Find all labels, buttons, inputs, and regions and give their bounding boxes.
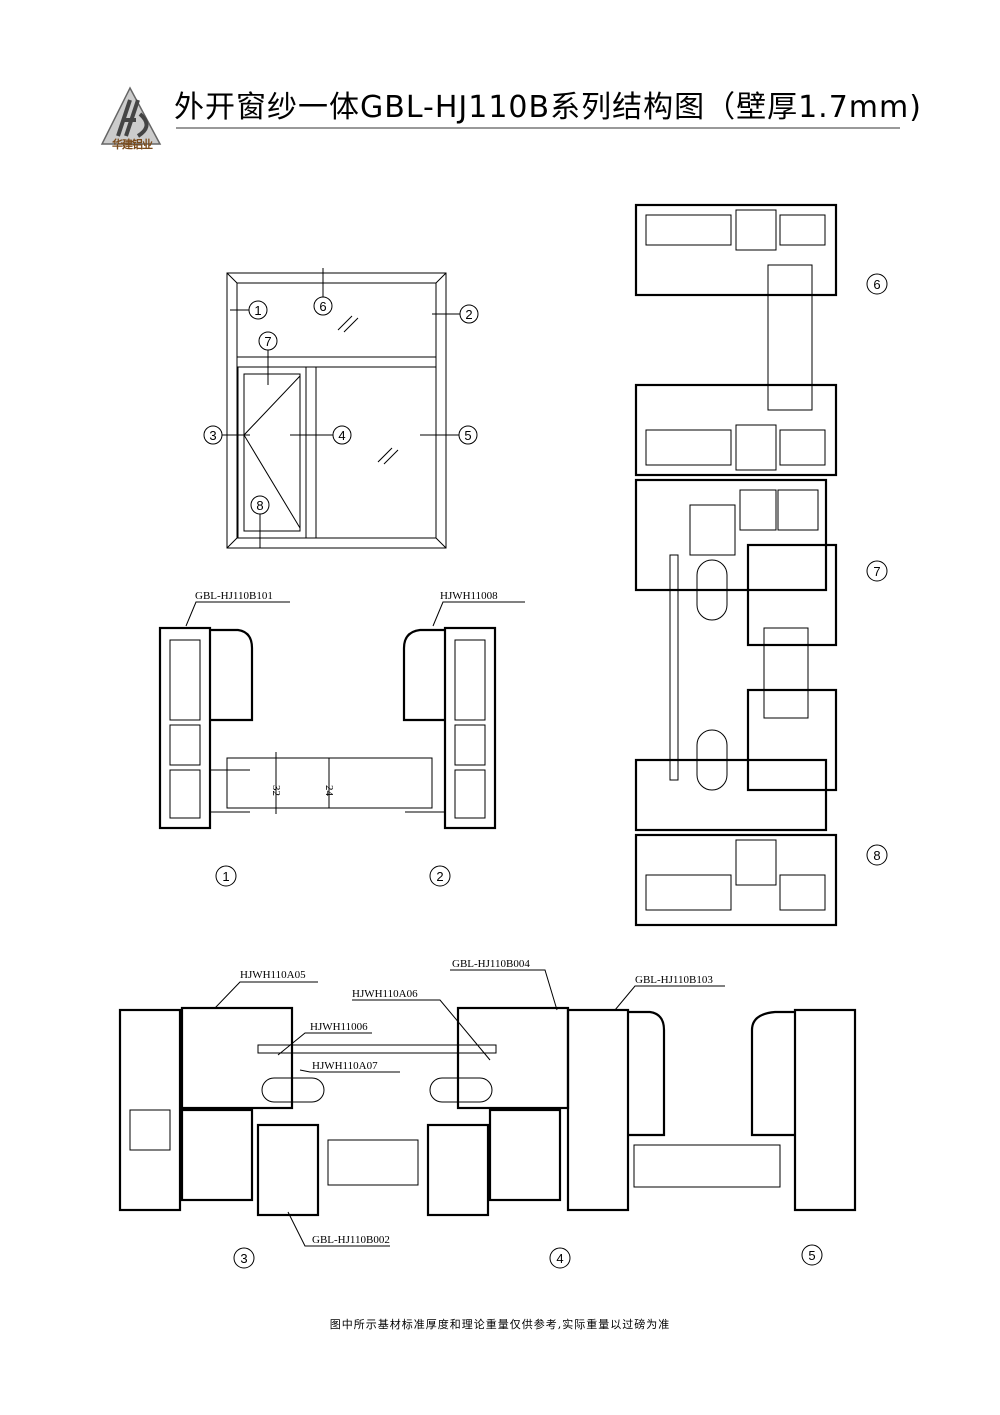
svg-text:HJWH110A06: HJWH110A06 bbox=[352, 988, 418, 1000]
svg-text:7: 7 bbox=[264, 334, 271, 349]
callout-7: 7 bbox=[258, 331, 278, 351]
callout-3: 3 bbox=[203, 425, 223, 445]
section-2: HJWH11008 2 bbox=[402, 590, 525, 887]
svg-text:3: 3 bbox=[240, 1251, 247, 1266]
svg-text:5: 5 bbox=[464, 428, 471, 443]
svg-text:6: 6 bbox=[319, 299, 326, 314]
logo-text: 华建铝业 bbox=[112, 138, 153, 151]
svg-text:HJWH11006: HJWH11006 bbox=[310, 1021, 368, 1033]
footer-note: 图中所示基材标准厚度和理论重量仅供参考,实际重量以过磅为准 bbox=[329, 1318, 671, 1331]
svg-text:2: 2 bbox=[436, 869, 443, 884]
svg-text:GBL-HJ110B002: GBL-HJ110B002 bbox=[312, 1234, 390, 1246]
svg-text:2: 2 bbox=[465, 307, 472, 322]
svg-text:GBL-HJ110B004: GBL-HJ110B004 bbox=[452, 958, 530, 970]
svg-text:GBL-HJ110B101: GBL-HJ110B101 bbox=[195, 590, 273, 602]
svg-text:HJWH110A07: HJWH110A07 bbox=[312, 1060, 378, 1072]
window-elevation: 1 6 2 7 3 4 5 8 bbox=[203, 268, 479, 549]
callout-5: 5 bbox=[458, 425, 478, 445]
section-vertical-6-7-8: 6 7 8 bbox=[634, 203, 888, 927]
title-divider bbox=[176, 127, 900, 129]
svg-text:GBL-HJ110B103: GBL-HJ110B103 bbox=[635, 974, 713, 986]
callout-4: 4 bbox=[332, 425, 352, 445]
svg-text:8: 8 bbox=[256, 498, 263, 513]
svg-text:32: 32 bbox=[270, 785, 282, 796]
svg-text:1: 1 bbox=[254, 303, 261, 318]
callout-1: 1 bbox=[248, 300, 268, 320]
section-1: 32 24 GBL-HJ110B101 1 bbox=[158, 590, 433, 887]
callout-6: 6 bbox=[313, 296, 333, 316]
svg-text:6: 6 bbox=[873, 277, 880, 292]
svg-text:HJWH110A05: HJWH110A05 bbox=[240, 969, 306, 981]
svg-text:HJWH11008: HJWH11008 bbox=[440, 590, 498, 602]
svg-text:24: 24 bbox=[323, 785, 335, 797]
callout-8: 8 bbox=[250, 495, 270, 515]
svg-text:8: 8 bbox=[873, 848, 880, 863]
svg-text:3: 3 bbox=[209, 428, 216, 443]
svg-text:4: 4 bbox=[338, 428, 345, 443]
section-horizontal-3-4-5: HJWH110A05 GBL-HJ110B004 GBL-HJ110B103 H… bbox=[118, 958, 857, 1269]
svg-text:5: 5 bbox=[808, 1248, 815, 1263]
svg-text:1: 1 bbox=[222, 869, 229, 884]
company-logo bbox=[100, 86, 162, 145]
svg-text:7: 7 bbox=[873, 564, 880, 579]
svg-text:4: 4 bbox=[556, 1251, 563, 1266]
callout-2: 2 bbox=[459, 304, 479, 324]
page-title: 外开窗纱一体GBL-HJ110B系列结构图（壁厚1.7mm) bbox=[174, 90, 922, 125]
